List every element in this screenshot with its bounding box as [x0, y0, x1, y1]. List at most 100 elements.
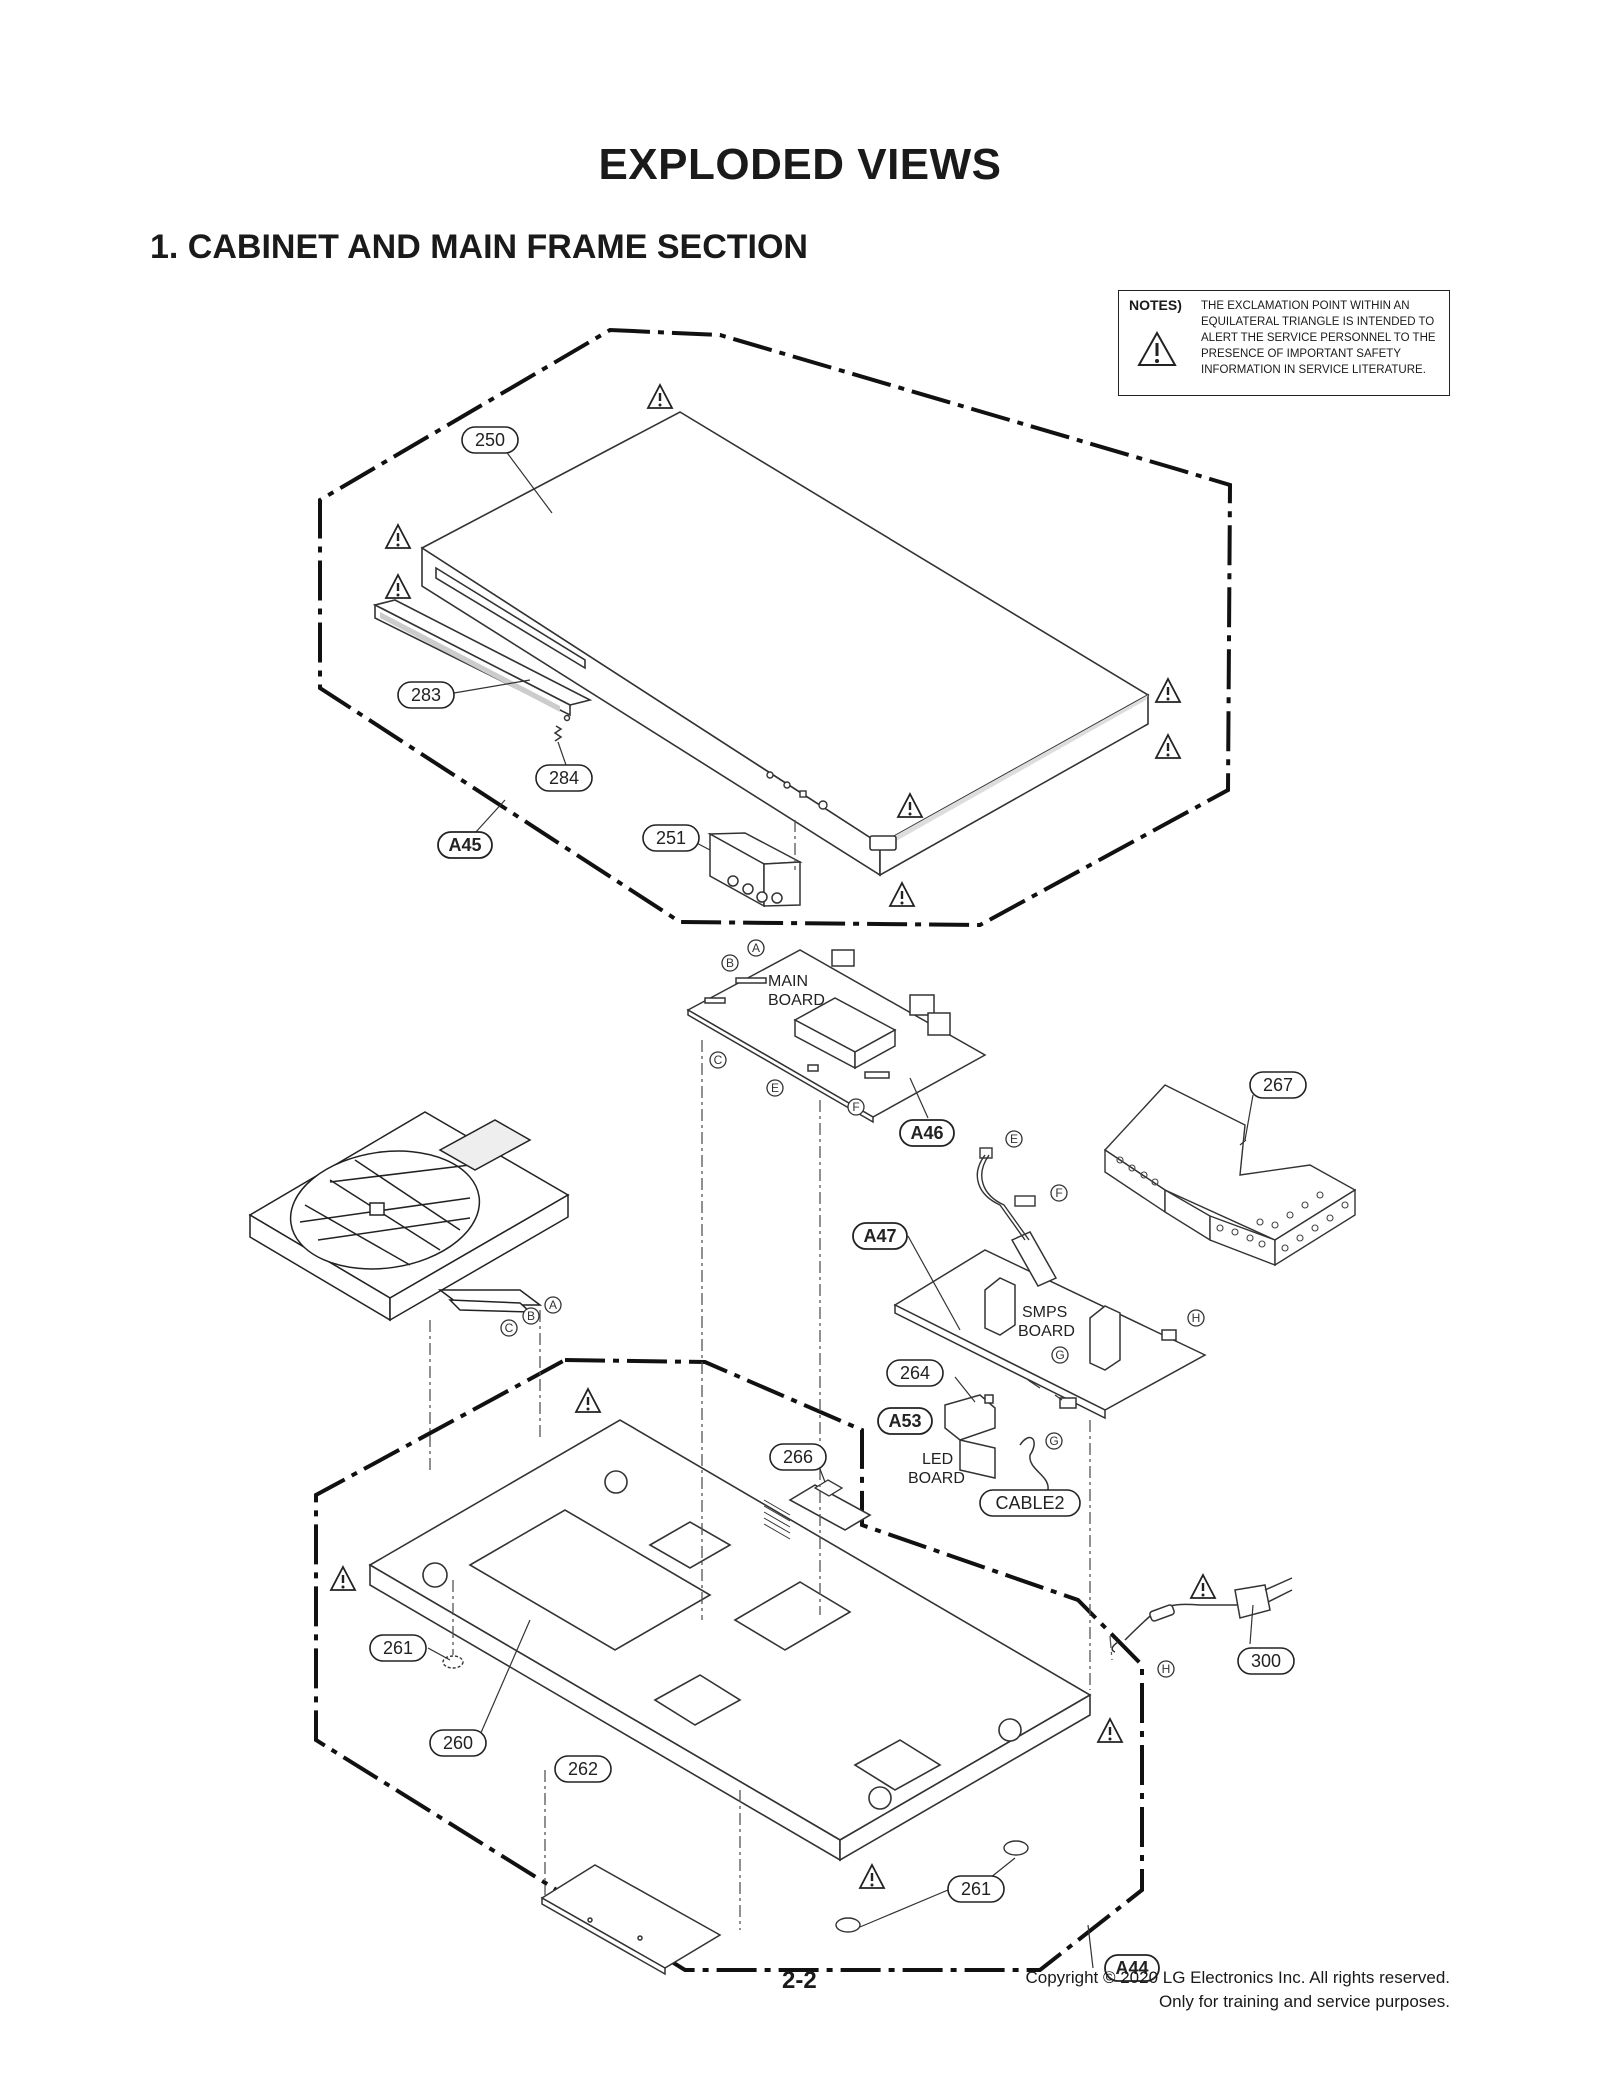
connector-c: C: [709, 1051, 727, 1069]
chassis: [368, 1419, 1092, 1862]
svg-text:251: 251: [656, 828, 686, 848]
led-board-label-1: LED: [922, 1451, 953, 1468]
svg-text:A: A: [752, 941, 760, 955]
spring-part: [553, 714, 571, 742]
svg-text:283: 283: [411, 685, 441, 705]
notes-box: NOTES) THE EXCLAMATION POINT WITHIN AN E…: [1118, 290, 1450, 396]
connector-c: C: [500, 1319, 518, 1337]
assembly-guides: [429, 820, 1113, 1930]
callout-262: 262: [554, 1755, 612, 1783]
warning-icon: [646, 383, 674, 410]
callout-260: 260: [429, 1729, 487, 1757]
callout-267: 267: [1249, 1071, 1307, 1099]
power-connector: [944, 1394, 996, 1441]
callout-284: 284: [535, 764, 593, 792]
svg-text:A45: A45: [448, 835, 481, 855]
callout-261: 261: [947, 1875, 1005, 1903]
section-title: 1. CABINET AND MAIN FRAME SECTION: [150, 228, 808, 266]
svg-text:G: G: [1049, 1434, 1058, 1448]
svg-text:A53: A53: [888, 1411, 921, 1431]
a45-boundary: [318, 327, 1233, 928]
connector-g: G: [1051, 1346, 1069, 1364]
svg-text:264: 264: [900, 1363, 930, 1383]
warning-icon: [888, 881, 916, 908]
connector-f: F: [847, 1098, 865, 1116]
callout-261: 261: [369, 1634, 427, 1662]
svg-text:300: 300: [1251, 1651, 1281, 1671]
assembly-a45: A45: [437, 831, 493, 859]
svg-text:261: 261: [383, 1638, 413, 1658]
optical-drive: [248, 1111, 570, 1322]
callout-264: 264: [886, 1359, 944, 1387]
main-board-label-2: BOARD: [768, 992, 825, 1009]
callout-266: 266: [769, 1443, 827, 1471]
led-board-label-2: BOARD: [908, 1470, 965, 1487]
svg-text:250: 250: [475, 430, 505, 450]
heat-pad: [813, 1479, 844, 1497]
main-board-label-1: MAIN: [768, 973, 808, 990]
smps-board-label-2: BOARD: [1018, 1323, 1075, 1340]
svg-text:C: C: [714, 1053, 723, 1067]
svg-text:F: F: [1055, 1186, 1062, 1200]
svg-text:A: A: [549, 1298, 557, 1312]
top-cover: [420, 411, 1150, 877]
connector-h: H: [1157, 1660, 1175, 1678]
main-board: [686, 949, 987, 1124]
page-number: 2-2: [782, 1967, 817, 1994]
svg-text:C: C: [505, 1321, 514, 1335]
smps-board: [893, 1231, 1207, 1420]
front-trim: [372, 599, 593, 717]
svg-text:E: E: [1010, 1132, 1018, 1146]
svg-text:E: E: [771, 1081, 779, 1095]
led-board: [959, 1436, 1049, 1491]
connector-a: A: [544, 1296, 562, 1314]
warning-icon: [858, 1863, 886, 1890]
connector-b: B: [522, 1307, 540, 1325]
svg-text:A46: A46: [910, 1123, 943, 1143]
page-title: EXPLODED VIEWS: [598, 140, 1002, 189]
warning-icon: [1096, 1717, 1124, 1744]
svg-text:266: 266: [783, 1447, 813, 1467]
svg-text:G: G: [1055, 1348, 1064, 1362]
shield-holes: [1116, 1156, 1349, 1252]
connector-a: A: [747, 939, 765, 957]
connector-f: F: [1050, 1184, 1068, 1202]
svg-text:CABLE2: CABLE2: [995, 1493, 1064, 1513]
a44-boundary: [314, 1357, 1144, 1972]
svg-text:B: B: [726, 956, 734, 970]
svg-text:261: 261: [961, 1879, 991, 1899]
bottom-plate: [540, 1864, 722, 1976]
warning-icon: [1154, 733, 1182, 760]
smps-cable: [976, 1147, 1036, 1241]
svg-text:H: H: [1192, 1311, 1201, 1325]
callout-251: 251: [642, 824, 700, 852]
leader-lines: [427, 449, 1254, 1969]
key-board: [707, 832, 803, 908]
copyright-line-2: Only for training and service purposes.: [1158, 1992, 1450, 2011]
connector-g: G: [1045, 1432, 1063, 1450]
warning-icon: [329, 1565, 357, 1592]
connector-e: E: [1005, 1130, 1023, 1148]
notes-label: NOTES): [1129, 297, 1182, 313]
warning-icon: [1154, 677, 1182, 704]
assembly-a47: A47: [852, 1222, 908, 1250]
svg-text:284: 284: [549, 768, 579, 788]
callout-cable2: CABLE2: [979, 1489, 1081, 1517]
assembly-a46: A46: [899, 1119, 955, 1147]
front-buttons: [766, 771, 828, 810]
callout-250: 250: [461, 426, 519, 454]
connector-e: E: [766, 1079, 784, 1097]
svg-text:A47: A47: [863, 1226, 896, 1246]
chassis-vents: [763, 1499, 791, 1540]
connector-h: H: [1187, 1309, 1205, 1327]
svg-text:H: H: [1162, 1662, 1171, 1676]
copyright: Copyright © 2020 LG Electronics Inc. All…: [1026, 1966, 1451, 2014]
callout-283: 283: [397, 681, 455, 709]
svg-text:B: B: [527, 1309, 535, 1323]
svg-text:267: 267: [1263, 1075, 1293, 1095]
svg-text:A44: A44: [1115, 1958, 1148, 1978]
connector-b: B: [721, 954, 739, 972]
assembly-a53: A53: [877, 1407, 933, 1435]
warning-icon: [384, 573, 412, 600]
